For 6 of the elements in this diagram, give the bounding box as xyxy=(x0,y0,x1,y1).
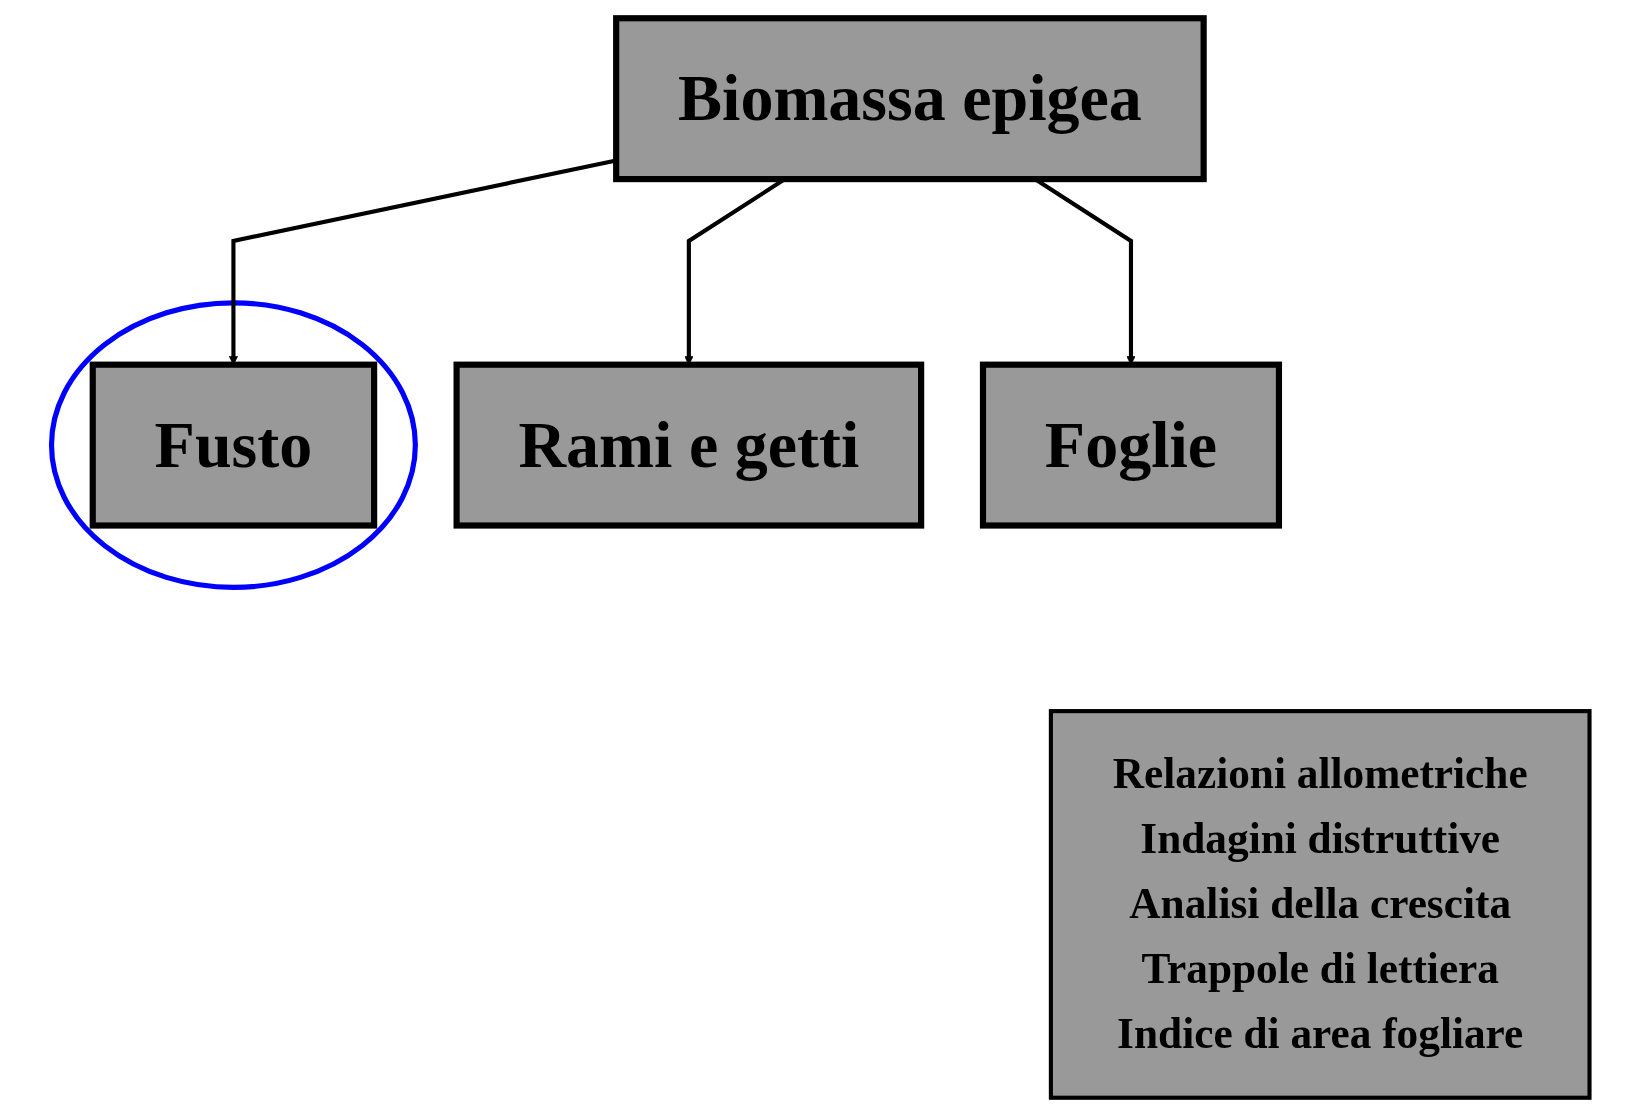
node-box: Biomassa epigea xyxy=(613,15,1207,183)
node-box: Rami e getti xyxy=(453,361,925,529)
node-box: Fusto xyxy=(89,361,378,529)
cluster xyxy=(48,300,418,590)
node-box: Relazioni allometriche Indagini distruttive Analisi della crescita Trappole di lettiera Indice di area fogliare xyxy=(1048,709,1592,1100)
node-box: Foglie xyxy=(979,361,1283,529)
